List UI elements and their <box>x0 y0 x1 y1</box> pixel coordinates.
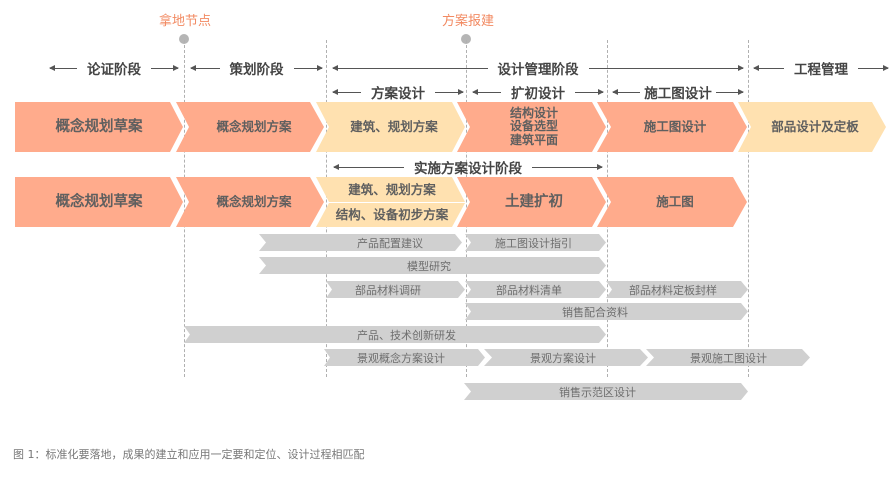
arrow-right-icon <box>151 64 179 71</box>
chevron-row2-civil-preliminary <box>457 177 606 227</box>
step-label: 概念规划草案 <box>55 193 143 210</box>
step-line: 设备选型 <box>509 119 558 134</box>
subphase-construction-drawing: 施工图设计 <box>611 82 745 102</box>
milestone-scheme-approval: 方案报建 <box>441 14 495 29</box>
phase-label: 扩初设计 <box>511 86 565 102</box>
task-label: 景观方案设计 <box>530 351 596 365</box>
milestone-dot <box>179 34 189 44</box>
task-label: 部品材料清单 <box>496 283 562 297</box>
arrow-left-icon <box>472 88 501 95</box>
chevron-row2-architecture-scheme <box>316 177 465 202</box>
task-label: 景观概念方案设计 <box>357 351 445 365</box>
step-label: 建筑、规划方案 <box>348 182 436 197</box>
step-line: 建筑平面 <box>509 132 558 147</box>
task-bar-parts-sample <box>606 281 748 298</box>
task-label: 模型研究 <box>407 259 451 273</box>
chevron-row1-architecture-scheme <box>316 102 465 152</box>
arrow-left-icon <box>611 88 641 95</box>
step-label: 部品设计及定板 <box>771 119 859 134</box>
step-label: 概念规划方案 <box>216 194 292 209</box>
task-bar-sales-demo <box>464 383 748 400</box>
chevron-row2-concept-scheme <box>176 177 324 227</box>
task-bar-innovation-rd <box>184 326 606 343</box>
arrow-left-icon <box>332 64 488 71</box>
task-bar-parts-research <box>326 281 465 298</box>
step-label: 土建扩初 <box>505 193 563 210</box>
arrow-right-icon <box>532 163 603 170</box>
arrow-left-icon <box>49 64 77 71</box>
task-label: 销售示范区设计 <box>559 385 636 399</box>
phase-divider <box>184 40 185 377</box>
task-bar-parts-list <box>465 281 606 298</box>
chevron-row2-construction-drawing <box>597 177 747 227</box>
figure-caption: 图 1：标准化要落地，成果的建立和应用一定要和定位、设计过程相匹配 <box>13 448 365 461</box>
task-label: 产品、技术创新研发 <box>357 328 456 342</box>
phase-label: 施工图设计 <box>644 86 712 102</box>
milestone-land-acquisition: 拿地节点 <box>158 14 212 29</box>
chevron-row1-concept-draft <box>15 102 183 152</box>
chevron-row1-concept-scheme <box>176 102 324 152</box>
chevron-row1-parts-design <box>738 102 886 152</box>
arrow-right-icon <box>435 88 464 95</box>
phase-label: 实施方案设计阶段 <box>414 161 522 177</box>
phase-planning: 策划阶段 <box>190 58 323 78</box>
phase-divider <box>748 40 749 377</box>
step-label: 施工图设计 <box>643 119 707 134</box>
task-label: 景观施工图设计 <box>690 351 767 365</box>
phase-label: 策划阶段 <box>229 62 284 78</box>
arrow-left-icon <box>190 64 220 71</box>
task-label: 部品材料调研 <box>355 283 421 297</box>
step-label: 概念规划草案 <box>55 118 143 135</box>
phase-label: 方案设计 <box>371 86 425 102</box>
task-bar-sales-materials <box>465 303 748 320</box>
step-label: 施工图 <box>656 194 694 209</box>
arrow-right-icon <box>715 88 745 95</box>
arrow-right-icon <box>858 64 889 71</box>
step-line: 结构设计 <box>509 105 558 120</box>
phase-label: 设计管理阶段 <box>497 62 579 78</box>
task-bar-landscape-concept <box>324 349 485 366</box>
subphase-scheme-design: 方案设计 <box>332 82 464 102</box>
phase-label: 工程管理 <box>794 62 848 78</box>
chevron-row2-structure-equipment <box>316 203 465 227</box>
task-label: 部品材料定板封样 <box>629 283 717 297</box>
arrow-left-icon <box>753 64 784 71</box>
phase-divider <box>466 40 467 377</box>
milestone-dot <box>461 34 471 44</box>
task-label: 施工图设计指引 <box>495 236 572 250</box>
phase-design-management: 设计管理阶段 <box>332 58 744 78</box>
subphase-preliminary-design: 扩初设计 <box>472 82 604 102</box>
arrow-right-icon <box>575 88 604 95</box>
phase-label: 论证阶段 <box>87 62 141 78</box>
task-label: 产品配置建议 <box>357 236 423 250</box>
task-bar-landscape-cd <box>646 349 810 366</box>
arrow-left-icon <box>333 163 404 170</box>
step-label-multiline: 结构设计 设备选型 建筑平面 <box>470 102 598 152</box>
task-bar-cd-guideline <box>465 234 606 251</box>
phase-demonstration: 论证阶段 <box>49 58 179 78</box>
step-label: 结构、设备初步方案 <box>335 207 449 222</box>
task-bar-model-study <box>259 257 606 274</box>
task-label: 销售配合资料 <box>562 305 628 319</box>
step-label: 概念规划方案 <box>216 119 292 134</box>
chevron-row2-concept-draft <box>15 177 183 227</box>
chevron-row1-construction-drawing <box>597 102 747 152</box>
arrow-left-icon <box>332 88 361 95</box>
phase-implementation-design: 实施方案设计阶段 <box>333 157 603 177</box>
phase-engineering-management: 工程管理 <box>753 58 889 78</box>
task-bar-landscape-scheme <box>484 349 648 366</box>
task-bar-product-config <box>259 234 462 251</box>
arrow-right-icon <box>588 64 744 71</box>
step-label: 建筑、规划方案 <box>350 119 438 134</box>
arrow-right-icon <box>293 64 323 71</box>
chevron-row1-structure-design <box>457 102 606 152</box>
